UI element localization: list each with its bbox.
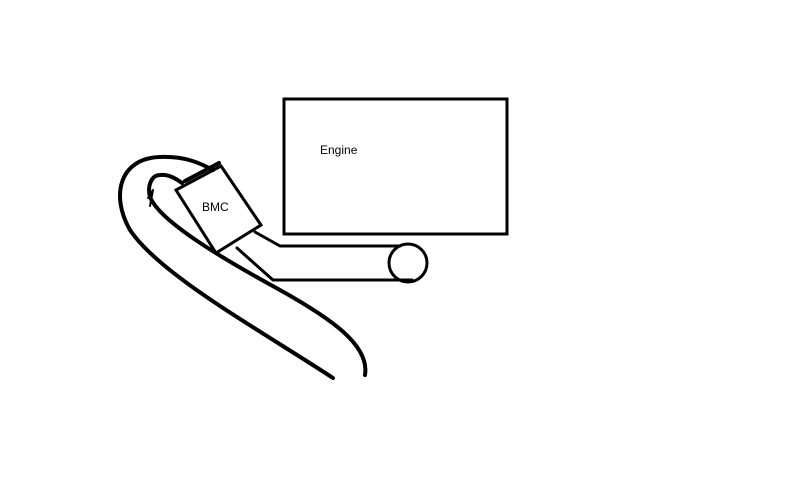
- hose-arrow: [147, 189, 154, 207]
- pulley: [387, 242, 429, 284]
- engine-box: [282, 97, 509, 236]
- bmc-label: BMC: [202, 200, 229, 214]
- pipe-upper: [253, 230, 402, 248]
- bmc-box: [173, 164, 264, 256]
- hose-inner: [147, 172, 368, 377]
- engine-label: Engine: [320, 143, 358, 157]
- bmc-edge-accent: [183, 161, 221, 183]
- pipe-lower: [235, 246, 414, 282]
- hose-outer: [118, 154, 335, 380]
